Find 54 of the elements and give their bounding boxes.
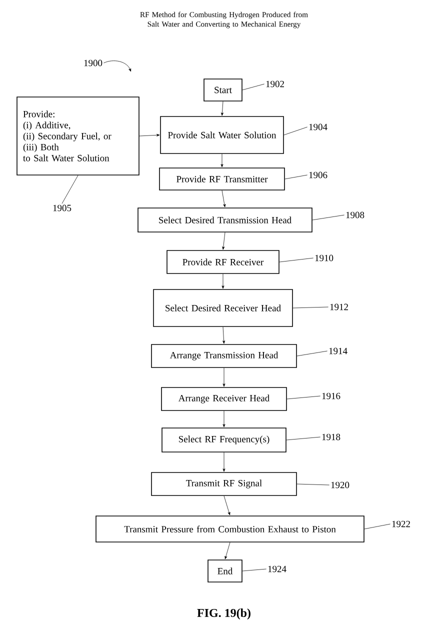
arrow bbox=[222, 326, 226, 344]
reference-number: 1908 bbox=[346, 212, 364, 218]
leader-line bbox=[286, 396, 320, 400]
arrow bbox=[222, 190, 226, 208]
process-box: Provide RF Transmitter bbox=[159, 168, 285, 190]
reference-number: 1916 bbox=[322, 392, 340, 400]
caption: FIG. 19(b) bbox=[197, 608, 250, 620]
arrow bbox=[222, 232, 226, 250]
leader-line bbox=[242, 568, 266, 572]
reference-number: 1912 bbox=[330, 304, 348, 310]
process-box: Arrange Receiver Head bbox=[161, 387, 287, 411]
reference-number: 1914 bbox=[329, 348, 348, 354]
process-box: Select Desired Transmission Head bbox=[138, 208, 312, 232]
process-box: Arrange Transmission Head bbox=[151, 344, 297, 368]
curved-arrow bbox=[104, 60, 132, 72]
leader-line bbox=[284, 126, 308, 136]
arrow bbox=[139, 134, 160, 136]
arrow bbox=[224, 496, 230, 516]
leader-line bbox=[62, 175, 78, 204]
reference-number: 1920 bbox=[331, 482, 350, 488]
reference-number: 1918 bbox=[322, 434, 340, 440]
process-box: End bbox=[208, 560, 242, 582]
leader-line bbox=[292, 306, 328, 308]
leader-line bbox=[296, 350, 328, 356]
process-box: Provide RF Receiver bbox=[166, 250, 280, 274]
arrow bbox=[222, 368, 226, 387]
arrow bbox=[222, 274, 224, 289]
reference-number: 1900 bbox=[84, 60, 102, 66]
arrow bbox=[222, 452, 226, 472]
leader-line bbox=[284, 174, 308, 180]
leader-line bbox=[364, 524, 390, 530]
reference-number: 1904 bbox=[309, 124, 328, 130]
arrow bbox=[220, 101, 224, 116]
leader-line bbox=[312, 214, 344, 220]
leader-line bbox=[279, 258, 314, 262]
reference-number: 1902 bbox=[266, 80, 284, 88]
leader-line bbox=[296, 484, 330, 486]
arrow bbox=[224, 542, 230, 560]
process-box: Select RF Frequency(s) bbox=[162, 428, 286, 452]
reference-number: 1924 bbox=[268, 566, 286, 572]
reference-number: 1905 bbox=[53, 204, 72, 212]
leader-line bbox=[242, 84, 264, 90]
process-box: Transmit Pressure from Combustion Exhaust to Piston bbox=[96, 516, 364, 542]
process-box: Start bbox=[204, 78, 242, 102]
process-box: Provide Salt Water Solution bbox=[160, 116, 284, 154]
process-box: Select Desired Receiver Head bbox=[153, 289, 293, 327]
process-box: Transmit RF Signal bbox=[151, 472, 297, 496]
arrow bbox=[220, 154, 224, 168]
reference-number: 1906 bbox=[309, 172, 328, 178]
arrow bbox=[222, 410, 226, 428]
note-box: Provide: (i) Additive, (ii) Secondary Fuel, or (iii) Both to Salt Water Solution bbox=[16, 96, 140, 176]
reference-number: 1922 bbox=[392, 520, 410, 528]
leader-line bbox=[286, 436, 320, 440]
reference-number: 1910 bbox=[315, 254, 334, 262]
